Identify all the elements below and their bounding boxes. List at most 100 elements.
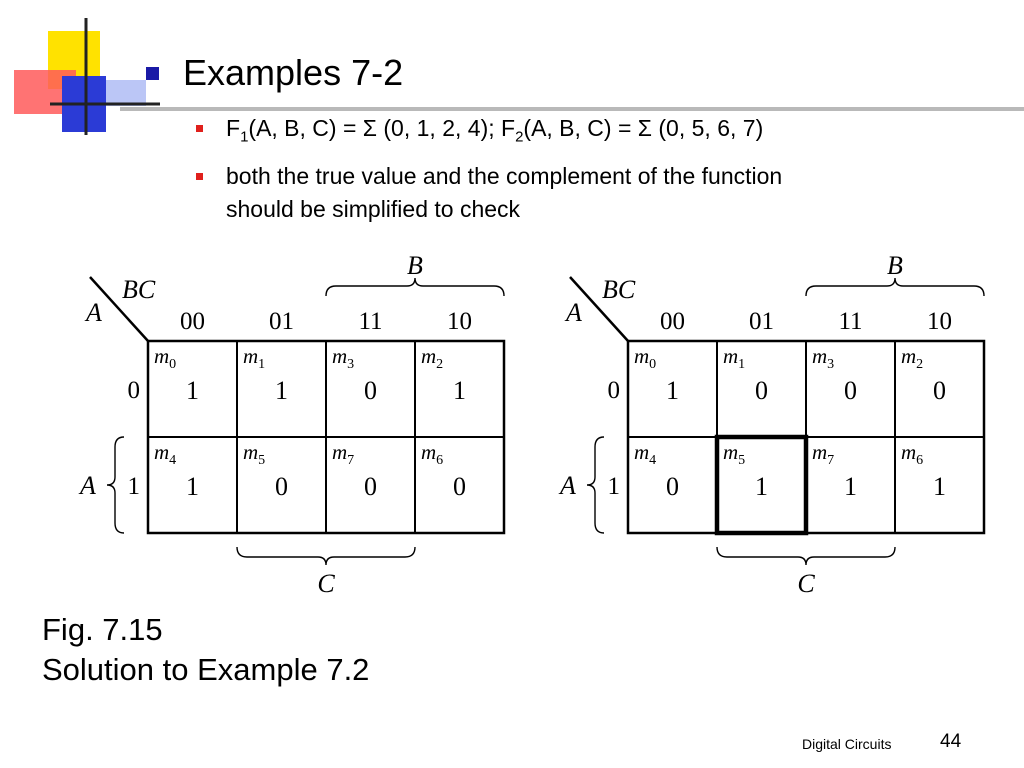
kmap-minterm-label: m3 [812,344,834,372]
kmap-row-code: 1 [608,473,621,500]
kmap-minterm-label: m4 [154,440,176,468]
kmap-bottom-brace-label: C [797,569,815,595]
kmap-cell-value: 1 [453,376,466,405]
kmap-minterm-label: m2 [901,344,923,372]
bullet-item: both the true value and the complement o… [196,160,956,226]
title-bullet-icon [146,66,159,80]
bullet-square-icon [196,172,203,180]
kmap-cell-value: 1 [186,472,199,501]
kmap-cell-value: 0 [666,472,679,501]
kmap-column-code: 01 [269,308,294,335]
minterm-index: 3 [827,357,834,372]
bullet-line: should be simplified to check [226,195,521,222]
title-underline-rule [120,107,1024,111]
kmap-column-code: 11 [838,308,862,335]
minterm-symbol: m [901,344,916,368]
kmap-column-variables: BC [602,275,636,304]
kmap-bottom-brace-label: C [317,569,335,595]
kmap-cell-value: 1 [755,472,768,501]
kmap-outer-border [146,339,506,535]
figure-caption: Fig. 7.15 Solution to Example 7.2 [42,610,369,690]
minterm-index: 2 [436,357,443,372]
kmap-top-brace-label: B [407,251,423,280]
kmap-cell-value: 0 [364,472,377,501]
kmap-row-variable: A [84,298,102,327]
kmap-minterm-label: m7 [332,440,354,468]
kmap-minterm-label: m4 [634,440,656,468]
formula-text: (A, B, C) = Σ (0, 5, 6, 7) [523,115,764,141]
page-number: 44 [940,731,962,752]
minterm-index: 1 [738,357,745,372]
kmap-minterm-label: m6 [421,440,443,468]
kmap-bottom-brace [236,546,416,566]
kmap-column-code: 11 [358,308,382,335]
kmap-column-code: 00 [660,308,685,335]
kmap-minterm-label: m2 [421,344,443,372]
kmap-cell-value: 1 [666,376,679,405]
kmap-minterm-label: m5 [243,440,265,468]
kmap-cell-value: 0 [844,376,857,405]
minterm-symbol: m [812,344,827,368]
minterm-symbol: m [243,440,258,464]
kmap-minterm-label: m7 [812,440,834,468]
kmap-column-code: 01 [749,308,774,335]
minterm-index: 4 [649,453,656,468]
kmap-cell-value: 0 [453,472,466,501]
decorative-corner-graphic [14,18,160,135]
kmap-minterm-label: m3 [332,344,354,372]
minterm-index: 3 [347,357,354,372]
caption-line: Solution to Example 7.2 [42,652,370,687]
minterm-index: 5 [258,453,265,468]
kmap-top-brace [805,277,985,297]
slide-title: Examples 7-2 [183,52,404,93]
minterm-symbol: m [332,440,347,464]
kmap-cell-value: 1 [275,376,288,405]
kmap-minterm-label: m1 [723,344,745,372]
bullet-item: F1(A, B, C) = Σ (0, 1, 2, 4); F2(A, B, C… [196,112,956,154]
minterm-symbol: m [634,440,649,464]
kmap-cell-value: 0 [275,472,288,501]
kmap-column-code: 10 [927,308,952,335]
kmap-minterm-label: m0 [154,344,176,372]
formula-subscript: 2 [515,128,524,146]
bullet-text: F1(A, B, C) = Σ (0, 1, 2, 4); F2(A, B, C… [226,112,763,154]
minterm-symbol: m [154,440,169,464]
kmap-diagonal-line [89,276,149,342]
kmap-side-brace [586,436,605,534]
minterm-symbol: m [332,344,347,368]
minterm-symbol: m [421,440,436,464]
minterm-symbol: m [154,344,169,368]
kmap-top-brace [325,277,505,297]
kmap-cell-value: 0 [933,376,946,405]
minterm-index: 0 [169,357,176,372]
kmap-row-variable: A [564,298,582,327]
minterm-symbol: m [901,440,916,464]
kmap-cell-value: 1 [933,472,946,501]
kmap-row-code: 1 [128,473,141,500]
minterm-index: 4 [169,453,176,468]
kmap-cell-value: 1 [844,472,857,501]
formula-text: F [226,115,241,141]
kmap-column-variables: BC [122,275,156,304]
minterm-index: 6 [916,453,923,468]
kmap-side-brace-label: A [558,471,576,500]
minterm-index: 5 [738,453,745,468]
minterm-index: 7 [827,453,834,468]
kmap-column-code: 10 [447,308,472,335]
minterm-symbol: m [243,344,258,368]
minterm-index: 6 [436,453,443,468]
kmap-side-brace [106,436,125,534]
kmap-minterm-label: m5 [723,440,745,468]
kmap-cell-value: 1 [186,376,199,405]
minterm-symbol: m [723,344,738,368]
minterm-symbol: m [634,344,649,368]
bullet-list: F1(A, B, C) = Σ (0, 1, 2, 4); F2(A, B, C… [196,112,956,232]
minterm-index: 0 [649,357,656,372]
kmap-cell-value: 0 [364,376,377,405]
bullet-line: both the true value and the complement o… [226,162,783,189]
kmap-cell-value: 0 [755,376,768,405]
